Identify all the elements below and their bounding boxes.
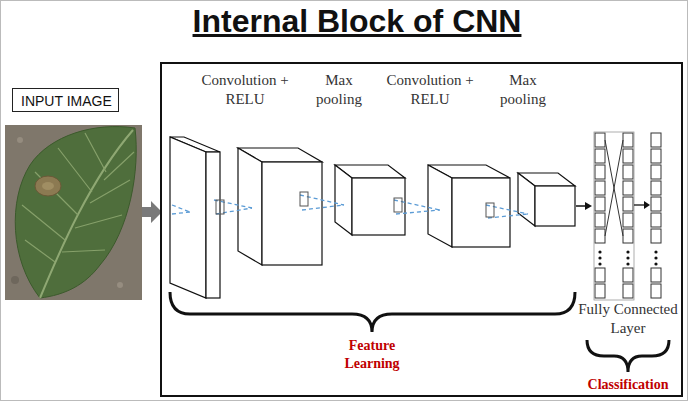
kernel-dash: [486, 205, 528, 214]
layer-label: Convolution + RELU: [193, 71, 297, 109]
neuron: [623, 197, 633, 211]
neuron: [651, 165, 661, 179]
neuron: [595, 268, 605, 282]
neuron: [651, 149, 661, 163]
feature-map-cube: [238, 148, 322, 265]
kernel-window: [300, 192, 308, 206]
feature-map-cube: [518, 173, 575, 226]
cnn-panel: [161, 63, 682, 396]
section-label: Feature Learning: [332, 337, 412, 372]
ellipsis-dot: [626, 262, 629, 265]
kernel-dash: [172, 212, 190, 214]
leaf-photo: [5, 125, 142, 300]
neuron: [595, 197, 605, 211]
kernel-dash: [214, 200, 252, 208]
neuron: [623, 229, 633, 243]
fully-connected-layer: [594, 132, 661, 300]
neuron: [595, 213, 605, 227]
layer-label: Max pooling: [309, 71, 369, 109]
neuron: [595, 284, 605, 298]
neuron: [623, 284, 633, 298]
kernel-dash: [216, 208, 252, 214]
feature-map-cube: [428, 165, 510, 247]
ellipsis-dot: [626, 250, 629, 253]
neuron: [595, 149, 605, 163]
classification-brace: [587, 340, 669, 372]
neuron: [623, 165, 633, 179]
neuron: [651, 229, 661, 243]
neuron: [651, 268, 661, 282]
neuron: [595, 133, 605, 147]
neuron: [623, 133, 633, 147]
neuron: [651, 133, 661, 147]
ellipsis-dot: [598, 262, 601, 265]
neuron: [623, 268, 633, 282]
input-arrow: [142, 201, 162, 223]
feature-maps: [170, 137, 592, 298]
ellipsis-dot: [654, 262, 657, 265]
diagram-title: Internal Block of CNN: [193, 4, 522, 39]
kernel-window: [216, 200, 224, 214]
layer-label: Convolution + RELU: [378, 71, 482, 109]
ellipsis-dot: [626, 256, 629, 259]
layer-label: Fully Connected Layer: [573, 300, 683, 338]
ellipsis-dot: [654, 256, 657, 259]
kernel-dash: [396, 210, 440, 214]
feature-map-cube: [170, 137, 220, 298]
kernel-window: [486, 203, 494, 217]
ellipsis-dot: [654, 250, 657, 253]
neuron: [651, 197, 661, 211]
section-label: Classification: [573, 376, 683, 394]
neuron: [651, 213, 661, 227]
neuron: [623, 181, 633, 195]
kernel-window: [394, 198, 402, 212]
neuron: [651, 284, 661, 298]
neuron: [623, 149, 633, 163]
label-box: INPUT IMAGE: [12, 88, 119, 112]
ellipsis-dot: [598, 250, 601, 253]
layer-label: Max pooling: [493, 71, 553, 109]
ellipsis-dot: [598, 256, 601, 259]
neuron: [595, 165, 605, 179]
feature-brace: [170, 292, 575, 332]
neuron: [595, 229, 605, 243]
kernel-dash: [394, 200, 440, 210]
feature-map-cube: [335, 165, 405, 235]
kernel-dash: [172, 205, 190, 212]
neuron: [595, 181, 605, 195]
box-label: INPUT IMAGE: [21, 93, 110, 109]
neuron: [623, 213, 633, 227]
kernel-dash: [300, 195, 344, 205]
neuron: [651, 181, 661, 195]
